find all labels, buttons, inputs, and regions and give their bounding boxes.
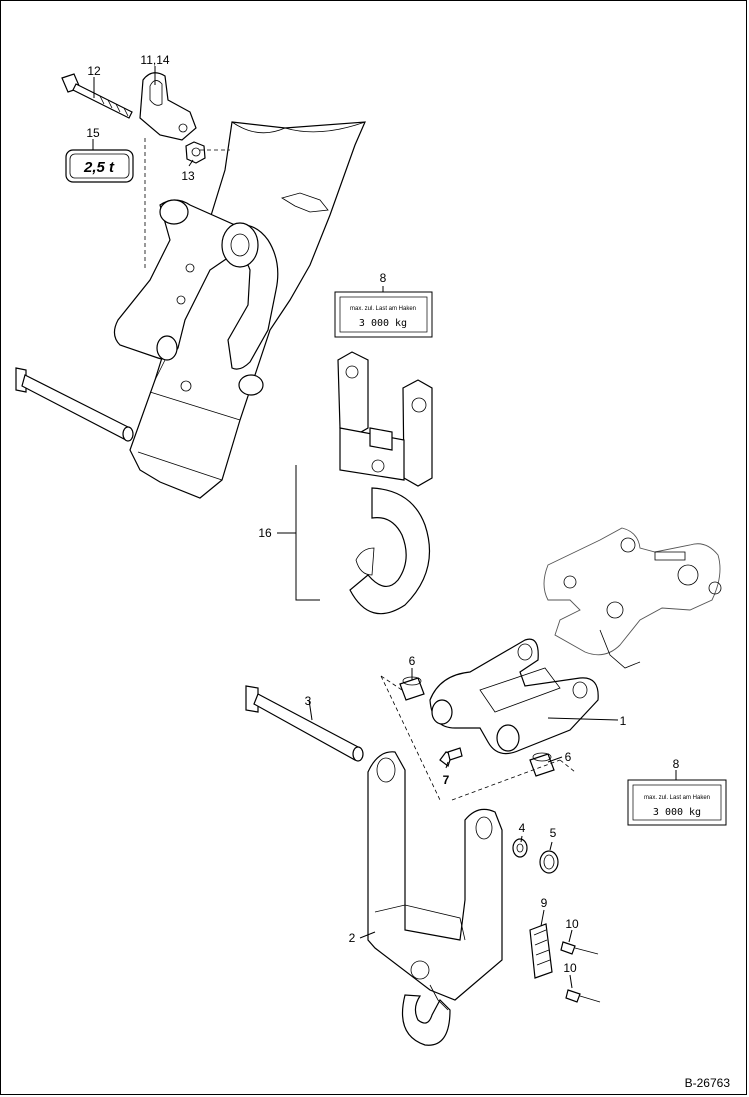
bushing-6-lower (529, 752, 555, 777)
callout-5: 5 (550, 826, 557, 840)
callout-13: 13 (181, 169, 195, 183)
callout-9: 9 (541, 896, 548, 910)
callout-8-upper: 8 (380, 271, 387, 285)
callout-10-lower: 10 (563, 961, 577, 975)
callout-15: 15 (86, 126, 100, 140)
callout-4: 4 (519, 821, 526, 835)
callout-6-lower: 6 (565, 750, 572, 764)
callout-16: 16 (258, 526, 272, 540)
callout-6-upper: 6 (409, 654, 416, 668)
snap-ring-5 (539, 850, 559, 874)
callout-2: 2 (349, 931, 356, 945)
nut-13 (185, 141, 206, 164)
washer-4 (512, 838, 528, 858)
pin-3 (245, 685, 364, 762)
bolt-12 (61, 73, 133, 119)
load-badge-text: 2,5 t (83, 159, 115, 176)
label-plate-9 (529, 923, 553, 979)
callout-10-upper: 10 (565, 917, 579, 931)
plate-lower-value: 3 000 kg (653, 807, 701, 818)
assembly-guides (144, 138, 576, 801)
eye-bracket-11-14 (139, 72, 197, 141)
drawing-number: B-26763 (685, 1076, 731, 1090)
plate-upper-value: 3 000 kg (359, 318, 407, 329)
plate-upper-title: max. zul. Last am Haken (350, 306, 416, 312)
quick-coupler-bracket (113, 192, 329, 396)
plate-lower-title: max. zul. Last am Haken (644, 795, 710, 801)
capacity-plate-upper: max. zul. Last am Haken 3 000 kg (334, 291, 433, 338)
quick-coupler-right (543, 527, 722, 669)
rivet-10-lower (565, 989, 601, 1003)
rivet-10-upper (560, 941, 599, 955)
callout-8-lower: 8 (673, 757, 680, 771)
callout-labels: 12 11,14 15 13 8 16 6 3 1 7 6 8 4 5 2 9 … (86, 53, 679, 975)
upper-hook-assembly (337, 351, 433, 615)
callout-1: 1 (620, 714, 627, 728)
hook-body-part-2 (367, 751, 503, 1046)
grease-nipple-7 (439, 747, 463, 767)
callout-3: 3 (305, 694, 312, 708)
link-part-1 (429, 638, 599, 755)
callout-7: 7 (443, 773, 450, 787)
pin-upper (15, 367, 134, 442)
capacity-plate-lower: max. zul. Last am Haken 3 000 kg (627, 779, 727, 826)
load-badge-15: 2,5 t (65, 149, 134, 183)
callout-12: 12 (87, 64, 101, 78)
bushing-6-upper (399, 676, 425, 701)
callout-11-14: 11,14 (140, 53, 169, 67)
leader-lines (92, 66, 677, 989)
